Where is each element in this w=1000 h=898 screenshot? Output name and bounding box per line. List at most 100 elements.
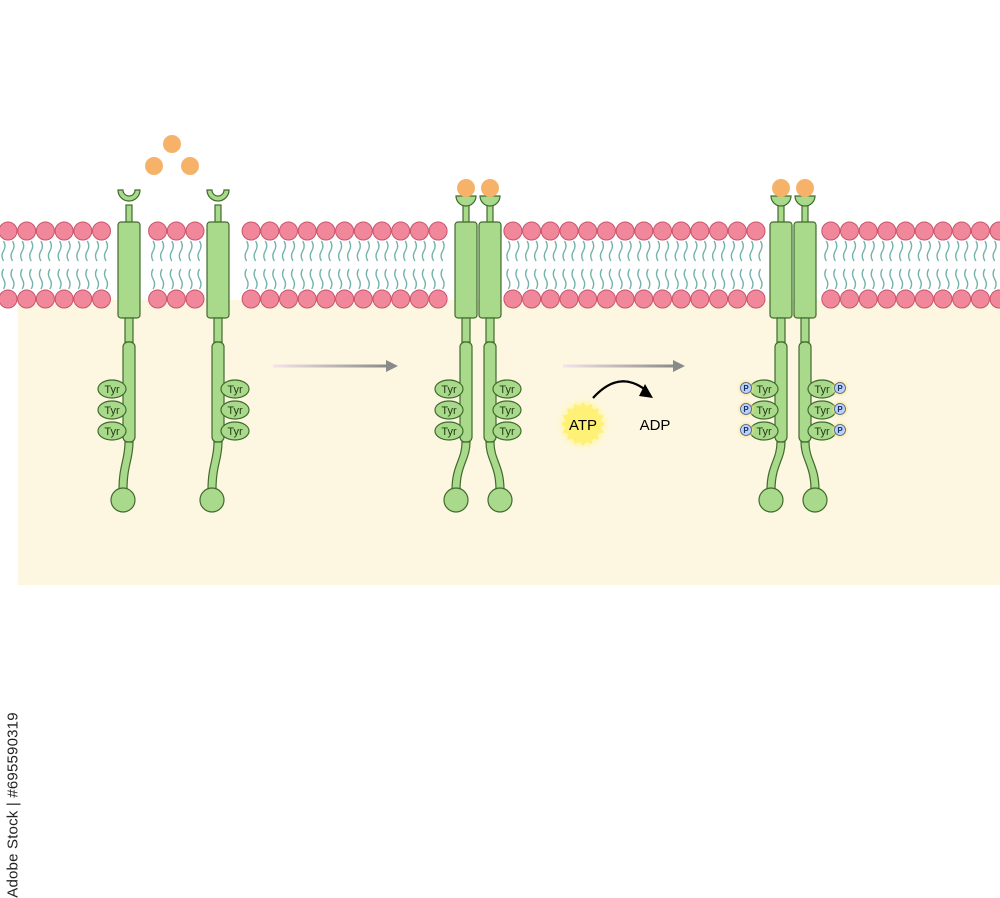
atp-adp-reaction: ATP ADP bbox=[556, 380, 670, 451]
lipid-head bbox=[559, 221, 579, 241]
lipid-head bbox=[896, 221, 916, 241]
arrow-head bbox=[673, 360, 685, 372]
tyrosine-oval bbox=[97, 400, 127, 420]
lipid-tail bbox=[290, 240, 296, 262]
lipid-tail bbox=[506, 240, 511, 262]
ligand-binding-site bbox=[794, 195, 816, 207]
lipid-tail bbox=[833, 268, 838, 290]
lipid-head bbox=[241, 221, 261, 241]
lipid-head bbox=[821, 221, 841, 241]
receptor-stalk bbox=[125, 204, 133, 224]
lipid-tail bbox=[197, 268, 202, 290]
tyrosine-oval bbox=[220, 421, 250, 441]
lipid-tail bbox=[861, 268, 866, 290]
lipid-tail bbox=[85, 268, 90, 290]
lipid-head bbox=[17, 221, 37, 241]
tyrosine-oval bbox=[97, 379, 127, 399]
lipid-tail bbox=[730, 240, 735, 262]
lipid-tail bbox=[824, 268, 829, 290]
bound-ligand bbox=[457, 179, 475, 197]
transmembrane-domain bbox=[117, 221, 141, 319]
lipid-head bbox=[260, 289, 280, 309]
juxtamembrane-segment bbox=[213, 317, 223, 343]
lipid-tail bbox=[926, 240, 931, 262]
lipid-tail bbox=[506, 268, 511, 290]
lipid-tail bbox=[683, 268, 688, 290]
lipid-tail bbox=[711, 268, 717, 290]
tyr-label: Tyr bbox=[499, 426, 515, 438]
lipid-head bbox=[353, 289, 373, 309]
c-terminal-knob bbox=[802, 487, 828, 513]
lipid-tail bbox=[683, 240, 688, 262]
lipid-tail bbox=[758, 240, 763, 262]
free-ligands bbox=[145, 135, 199, 175]
lipid-tail bbox=[889, 268, 894, 290]
lipid-tail bbox=[178, 240, 183, 262]
lipid-tail bbox=[76, 240, 81, 262]
lipid-tail bbox=[272, 268, 277, 290]
receptor-stalk bbox=[214, 204, 222, 224]
lipid-tail bbox=[898, 240, 904, 262]
lipid-tail bbox=[403, 268, 408, 290]
lipid-head bbox=[54, 221, 74, 241]
lipid-tail bbox=[197, 240, 202, 262]
lipid-tail bbox=[20, 268, 25, 290]
tyr-label: Tyr bbox=[104, 384, 120, 396]
ligand-binding-site bbox=[117, 189, 141, 202]
lipid-tail bbox=[263, 240, 268, 262]
tyr-label: Tyr bbox=[756, 405, 772, 417]
ligand-binding-site bbox=[479, 195, 501, 207]
lipid-head bbox=[260, 221, 280, 241]
lipid-tail bbox=[300, 240, 305, 262]
watermark-text: Adobe Stock | #695590319 bbox=[4, 712, 22, 898]
lipid-head bbox=[970, 289, 990, 309]
tyrosine-oval bbox=[97, 421, 127, 441]
tyr-label: Tyr bbox=[814, 426, 830, 438]
lipid-tail bbox=[319, 268, 324, 290]
lipid-tail bbox=[880, 268, 885, 290]
lipid-tail bbox=[47, 268, 53, 290]
lipid-tail bbox=[515, 240, 520, 262]
lipid-head bbox=[746, 221, 766, 241]
lipid-head bbox=[578, 221, 598, 241]
lipid-head bbox=[877, 289, 897, 309]
lipid-head bbox=[391, 221, 411, 241]
tyrosine-oval bbox=[220, 400, 250, 420]
lipid-tail bbox=[47, 240, 53, 262]
lipid-head bbox=[92, 221, 111, 241]
lipid-head bbox=[54, 289, 74, 309]
lipid-tail bbox=[992, 240, 997, 262]
lipid-head bbox=[92, 289, 111, 309]
lipid-head bbox=[185, 289, 205, 309]
lipid-head bbox=[634, 289, 654, 309]
lipid-tail bbox=[440, 240, 445, 262]
tyr-label: Tyr bbox=[441, 384, 457, 396]
tyrosine-residue: Tyr bbox=[434, 400, 464, 420]
lipid-tail bbox=[674, 268, 679, 290]
lipid-tail bbox=[562, 268, 567, 290]
tyrosine-oval bbox=[434, 379, 464, 399]
c-terminal-knob bbox=[199, 487, 225, 513]
ligand bbox=[181, 157, 199, 175]
lipid-tail bbox=[263, 268, 268, 290]
lipid-head bbox=[409, 289, 429, 309]
lipid-head bbox=[522, 289, 542, 309]
lipid-tail bbox=[945, 240, 950, 262]
tyrosine-residue: Tyr bbox=[434, 379, 464, 399]
lipid-head bbox=[166, 289, 186, 309]
lipid-tail bbox=[749, 268, 754, 290]
lipid-head bbox=[391, 289, 411, 309]
lipid-head bbox=[503, 221, 523, 241]
lipid-tail bbox=[38, 240, 44, 262]
lipid-head bbox=[634, 221, 654, 241]
lipid-head bbox=[709, 289, 729, 309]
lipid-head bbox=[428, 221, 448, 241]
lipid-tail bbox=[618, 240, 623, 262]
phosphate-group bbox=[834, 424, 846, 436]
lipid-tail bbox=[992, 268, 997, 290]
lipid-tail bbox=[76, 268, 81, 290]
lipid-tail bbox=[66, 268, 71, 290]
lipid-tail bbox=[159, 240, 165, 262]
